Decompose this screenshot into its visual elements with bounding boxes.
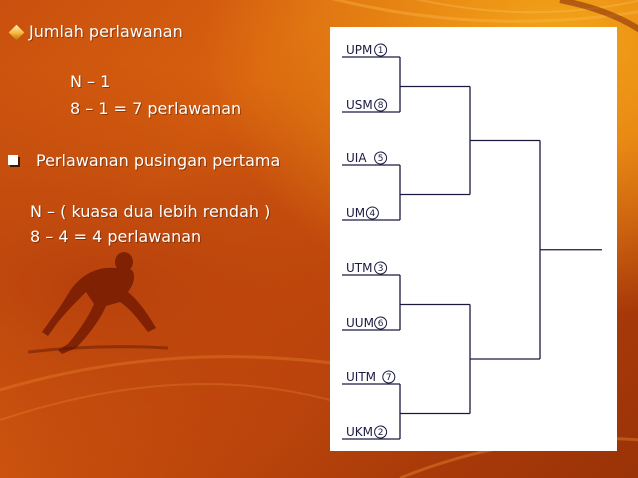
seed-circle xyxy=(374,98,388,112)
formula-n-minus-1: N – 1 xyxy=(70,72,111,91)
team-name: UITM xyxy=(346,370,376,384)
team-entry: UITM 7 xyxy=(346,370,396,384)
seed-circle xyxy=(374,316,388,330)
seed-circle xyxy=(374,151,388,165)
formula-first-round-matches: 8 – 4 = 4 perlawanan xyxy=(30,227,202,246)
team-entry: USM 8 xyxy=(346,98,388,112)
seed-circle xyxy=(365,206,379,220)
team-entry: UKM 2 xyxy=(346,425,388,439)
seed-number: 6 xyxy=(378,319,384,329)
formula-total-matches: 8 – 1 = 7 perlawanan xyxy=(70,99,242,118)
team-name: UM xyxy=(346,206,365,220)
seed-number: 1 xyxy=(378,46,384,56)
team-entry: UPM 1 xyxy=(346,43,388,57)
team-entry: UM 4 xyxy=(346,206,379,220)
team-entry: UUM 6 xyxy=(346,316,388,330)
square-bullet-icon xyxy=(8,155,18,165)
seed-number: 7 xyxy=(386,373,392,383)
team-name: UIA xyxy=(346,151,367,165)
team-name: UUM xyxy=(346,316,374,330)
seed-number: 5 xyxy=(378,154,384,164)
team-name: UPM xyxy=(346,43,372,57)
seed-circle xyxy=(374,425,388,439)
team-name: UKM xyxy=(346,425,373,439)
seed-number: 3 xyxy=(378,264,384,274)
seed-circle xyxy=(374,261,388,275)
subheading-first-round: Perlawanan pusingan pertama xyxy=(36,151,281,170)
team-name: UTM xyxy=(346,261,372,275)
team-entry: UIA 5 xyxy=(346,151,388,165)
team-entry: UTM 3 xyxy=(346,261,388,275)
formula-lower-power-of-two: N – ( kuasa dua lebih rendah ) xyxy=(30,202,271,221)
heading-jumlah-perlawanan: Jumlah perlawanan xyxy=(29,22,183,41)
sprinter-image xyxy=(28,252,168,354)
seed-circle xyxy=(374,43,388,57)
seed-number: 8 xyxy=(378,101,384,111)
seed-circle xyxy=(382,370,396,384)
seed-number: 4 xyxy=(370,209,376,219)
diamond-bullet-icon xyxy=(8,24,25,41)
seed-number: 2 xyxy=(378,428,384,438)
team-name: USM xyxy=(346,98,373,112)
slide-text-area: Jumlah perlawanan N – 1 8 – 1 = 7 perlaw… xyxy=(8,22,281,354)
